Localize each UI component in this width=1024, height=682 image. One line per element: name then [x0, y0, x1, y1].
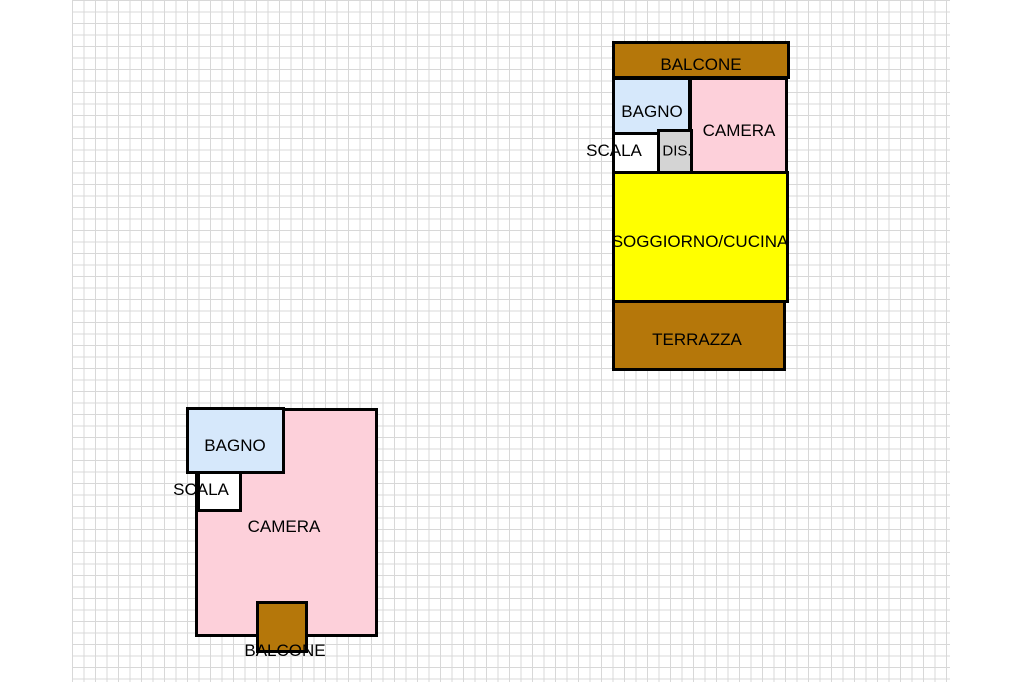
room-scala[interactable] — [197, 471, 242, 512]
label-camera: CAMERA — [702, 121, 776, 140]
label-balcone: BALCONE — [660, 55, 742, 74]
room-bagno[interactable] — [186, 407, 285, 474]
room-balcone[interactable] — [256, 601, 308, 653]
label-scala: SCALA — [586, 141, 642, 160]
room-bagno[interactable] — [612, 77, 691, 135]
label-camera: CAMERA — [247, 517, 321, 536]
label-balcone: BALCONE — [244, 641, 326, 660]
label-bagno: BAGNO — [621, 102, 683, 121]
label-bagno: BAGNO — [204, 436, 266, 455]
label-soggiorno-cucina: SOGGIORNO/CUCINA — [611, 232, 789, 251]
room-soggiorno-cucina[interactable] — [612, 171, 789, 303]
room-balcone[interactable] — [612, 41, 790, 79]
label-dis: DIS. — [662, 142, 692, 160]
label-scala: SCALA — [173, 480, 229, 499]
label-terrazza: TERRAZZA — [652, 330, 742, 349]
room-terrazza[interactable] — [612, 300, 786, 371]
